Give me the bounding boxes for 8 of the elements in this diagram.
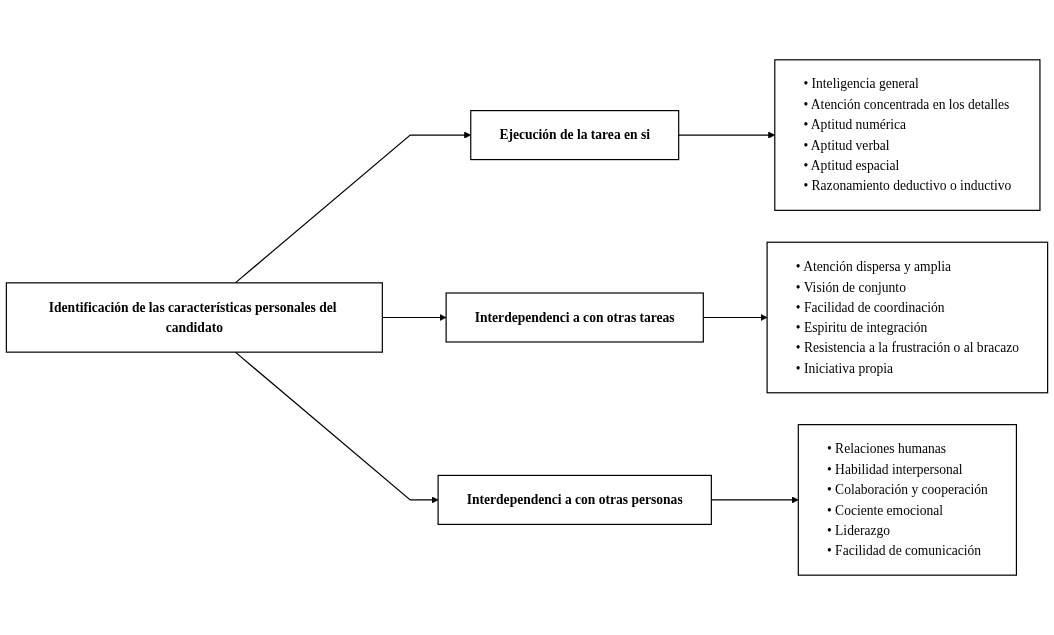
node-box: • Atención dispersa y amplia • Visión de conjunto • Facilidad de coordinación • Espiritu de integración • Resistencia a la frustración o al bracazo • Iniciativa propia: [766, 241, 1049, 394]
node-box: Ejecución de la tarea en si: [470, 110, 680, 161]
arrow: [234, 351, 439, 504]
node-box: Interdependenci a con otras personas: [437, 474, 712, 525]
node-box: • Relaciones humanas • Habilidad interpersonal • Colaboración y cooperación • Cociente emocional • Liderazgo • Facilidad de comunicación: [797, 424, 1018, 576]
node-box: Identificación de las características personales del candidato: [5, 282, 383, 353]
node-box: • Inteligencia general • Atención concentrada en los detalles • Aptitud numérica • Aptitud verbal • Aptitud espacial • Razonamiento deductivo o inductivo: [774, 59, 1041, 211]
node-box: Interdependenci a con otras tareas: [445, 292, 704, 343]
